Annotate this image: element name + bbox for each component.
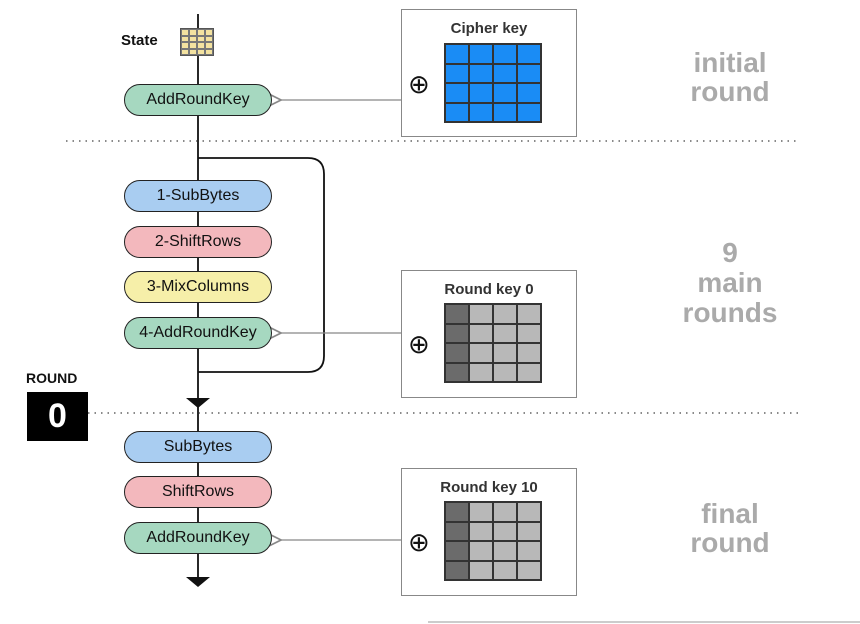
state-matrix-icon xyxy=(180,28,214,56)
cipher-key-title: Cipher key xyxy=(450,20,528,37)
loop-path xyxy=(198,157,325,373)
xor-icon: ⊕ xyxy=(408,329,430,359)
phase-label-initial: initial round xyxy=(690,47,770,107)
round-key-matrix xyxy=(444,303,542,383)
round-counter-value: 0 xyxy=(27,392,88,441)
state-label: State xyxy=(121,32,158,49)
sub-bytes-step: 1-SubBytes xyxy=(124,180,272,212)
phase-label-final: final round xyxy=(690,498,770,558)
cipher-key-matrix xyxy=(444,43,542,123)
round-key-title: Round key 0 xyxy=(444,281,534,298)
round-key-matrix xyxy=(444,501,542,581)
cipher-key-box: Cipher key ⊕ xyxy=(401,9,577,137)
round-counter-label: ROUND xyxy=(26,370,78,386)
shift-rows-step: 2-ShiftRows xyxy=(124,226,272,258)
arrow-down xyxy=(186,398,210,408)
phase-label-main: 9 main rounds xyxy=(682,237,778,328)
add-round-key-step: AddRoundKey xyxy=(124,522,272,554)
xor-icon: ⊕ xyxy=(408,527,430,557)
round-key-title: Round key 10 xyxy=(440,479,538,496)
sub-bytes-step: SubBytes xyxy=(124,431,272,463)
round-key-box: Round key 0 ⊕ xyxy=(401,270,577,398)
round-key-box: Round key 10 ⊕ xyxy=(401,468,577,596)
mix-columns-step: 3-MixColumns xyxy=(124,271,272,303)
add-round-key-step: AddRoundKey xyxy=(124,84,272,116)
arrow-down-end xyxy=(186,577,210,587)
shift-rows-step: ShiftRows xyxy=(124,476,272,508)
add-round-key-step: 4-AddRoundKey xyxy=(124,317,272,349)
xor-icon: ⊕ xyxy=(408,69,430,99)
